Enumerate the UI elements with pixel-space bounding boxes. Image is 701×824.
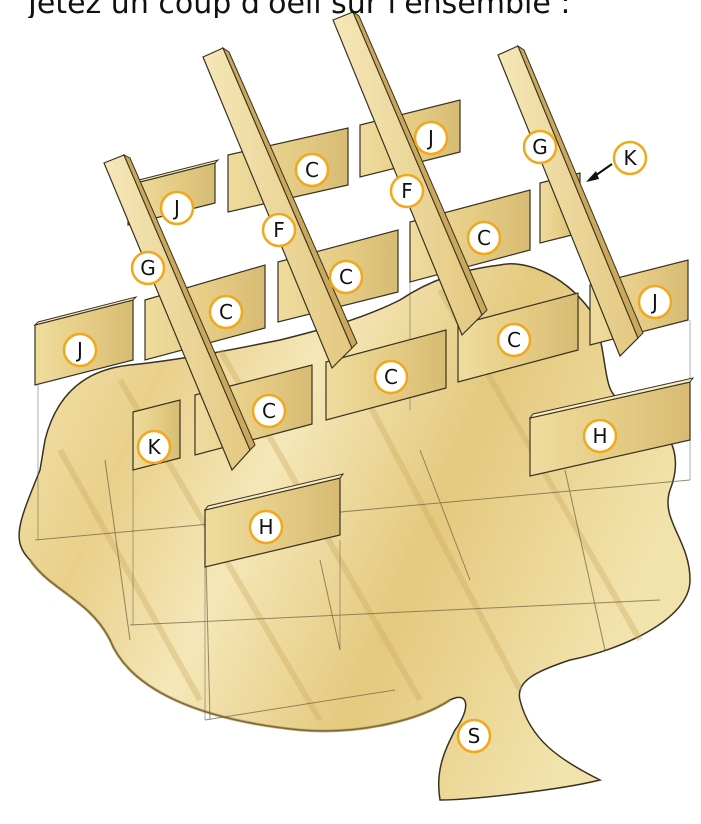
part-label-s: S <box>456 718 492 754</box>
label-circle <box>208 294 244 330</box>
label-circle <box>456 718 492 754</box>
label-circle <box>373 359 409 395</box>
part-label-f: F <box>389 173 425 209</box>
label-circle <box>413 120 449 156</box>
label-text: K <box>147 435 161 459</box>
part-label-c: C <box>251 393 287 429</box>
part-label-c: C <box>373 359 409 395</box>
label-text: F <box>401 179 413 203</box>
label-text: G <box>532 135 548 159</box>
part-label-j: J <box>637 284 673 320</box>
beam-g-right <box>497 44 644 358</box>
label-text: F <box>273 218 285 242</box>
arrow-to-k <box>586 163 613 182</box>
label-text: H <box>592 424 607 448</box>
label-text: C <box>477 226 491 250</box>
label-circle <box>522 129 558 165</box>
beam-g-left <box>103 153 256 472</box>
label-circle <box>496 322 532 358</box>
label-circle <box>294 152 330 188</box>
label-text: K <box>623 146 637 170</box>
beam-f-left <box>202 46 358 370</box>
label-circle <box>62 332 98 368</box>
label-text: C <box>262 399 276 423</box>
label-circle <box>159 190 195 226</box>
label-circle <box>389 173 425 209</box>
label-text: J <box>75 338 83 362</box>
label-text: G <box>140 256 156 280</box>
label-circle <box>130 250 166 286</box>
part-label-c: C <box>496 322 532 358</box>
part-label-c: C <box>466 220 502 256</box>
label-circle <box>251 393 287 429</box>
part-label-j: J <box>159 190 195 226</box>
part-label-k: K <box>136 429 172 465</box>
part-label-h: H <box>248 509 284 545</box>
label-text: S <box>468 724 481 748</box>
part-label-g: G <box>130 250 166 286</box>
label-text: C <box>339 265 353 289</box>
label-circle <box>328 259 364 295</box>
board-c-mid-left <box>144 264 266 361</box>
part-label-c: C <box>294 152 330 188</box>
label-circle <box>582 418 618 454</box>
part-label-g: G <box>522 129 558 165</box>
beam-f-right <box>332 10 488 337</box>
part-label-c: C <box>208 294 244 330</box>
label-text: C <box>305 158 319 182</box>
label-text: C <box>219 300 233 324</box>
part-label-j: J <box>62 332 98 368</box>
part-label-h: H <box>582 418 618 454</box>
part-label-c: C <box>328 259 364 295</box>
label-text: C <box>384 365 398 389</box>
label-circle <box>248 509 284 545</box>
label-text: H <box>258 515 273 539</box>
label-text: J <box>650 290 658 314</box>
label-circle <box>136 429 172 465</box>
part-label-f: F <box>261 212 297 248</box>
part-label-k: K <box>612 140 648 176</box>
label-text: J <box>426 126 434 150</box>
label-circle <box>466 220 502 256</box>
label-circle <box>637 284 673 320</box>
label-text: C <box>507 328 521 352</box>
caption: Jetez un coup d'oeil sur l'ensemble : <box>28 0 571 18</box>
label-text: J <box>172 196 180 220</box>
label-circle <box>612 140 648 176</box>
label-circle <box>261 212 297 248</box>
part-label-j: J <box>413 120 449 156</box>
